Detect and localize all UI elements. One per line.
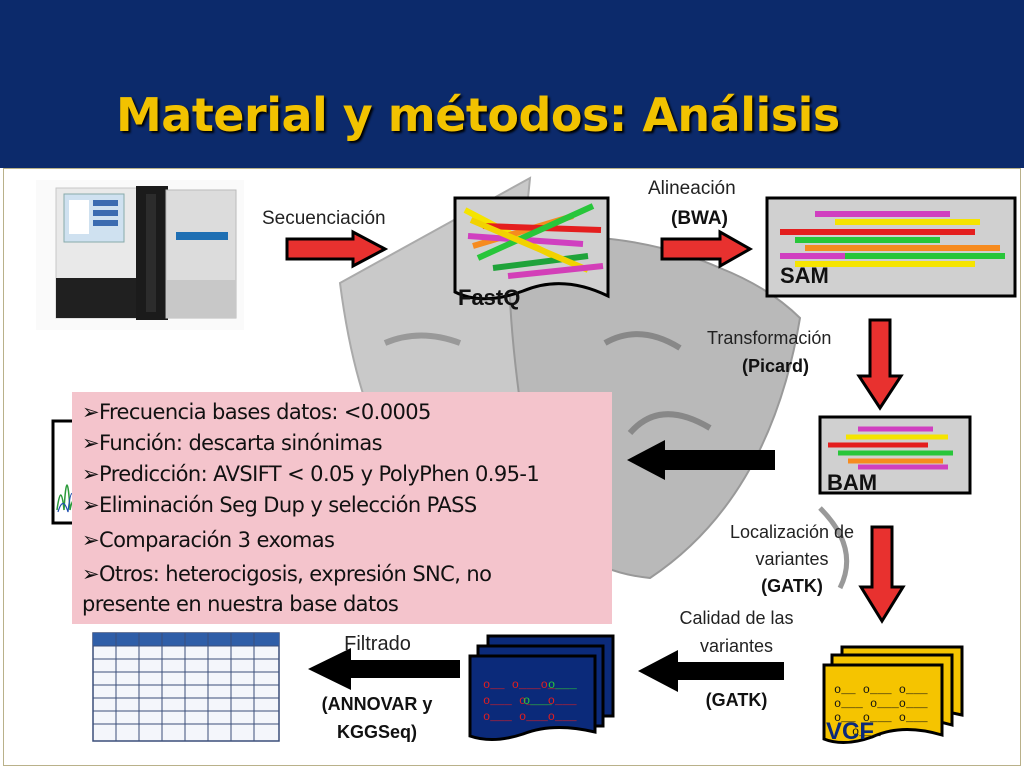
svg-text:o___: o___	[523, 694, 553, 708]
sam-label: SAM	[780, 263, 829, 288]
criteria-item: ➢Frecuencia bases datos: <0.0005	[82, 400, 431, 424]
localization-tool-label: (GATK)	[761, 576, 823, 596]
alignment-arrow	[660, 229, 754, 269]
criteria-item: ➢Comparación 3 exomas	[82, 528, 335, 552]
svg-text:o___ o___o___: o___ o___o___	[483, 694, 577, 708]
criteria-item-continuation: presente en nuestra base datos	[82, 592, 399, 616]
transformation-tool-label: (Picard)	[742, 356, 810, 376]
filter-criteria-box: ➢Frecuencia bases datos: <0.0005 ➢Funció…	[72, 392, 612, 624]
svg-text:o___ o___o___: o___ o___o___	[834, 697, 928, 711]
svg-text:o___: o___	[852, 725, 882, 739]
quality-label-line2: variantes	[699, 636, 774, 656]
to-criteria-arrow	[627, 440, 775, 480]
bam-file-card	[818, 415, 972, 495]
quality-label-line1: Calidad de las	[679, 608, 794, 628]
transformation-label: Transformación	[707, 328, 832, 348]
sequencing-arrow	[285, 229, 389, 269]
transformation-arrow	[856, 318, 904, 411]
filtered-file-stack: o__ o___o___ o___ o___o___ o___ o___o___…	[468, 634, 615, 741]
sequencing-label: Secuenciación	[262, 208, 386, 229]
results-table-image	[92, 632, 280, 742]
svg-text:o__ o___o___: o__ o___o___	[483, 678, 570, 692]
fastq-file-card	[453, 196, 610, 301]
quality-arrow	[638, 650, 784, 692]
sequencer-image	[36, 180, 244, 330]
content-frame	[3, 168, 1021, 766]
filtering-arrow	[308, 648, 460, 690]
svg-text:o__ o___ o___: o__ o___ o___	[834, 711, 928, 725]
slide-header: Material y métodos: Análisis	[0, 0, 1024, 168]
svg-text:o___ o___o___: o___ o___o___	[483, 710, 577, 724]
vcf-file-stack: o__ o___ o___ o___ o___o___ o__ o___ o__…	[822, 645, 964, 744]
alignment-label: Alineación	[648, 178, 736, 199]
criteria-item: ➢Eliminación Seg Dup y selección PASS	[82, 493, 477, 517]
filtering-tool-label-line1: (ANNOVAR y	[321, 694, 433, 714]
bam-label: BAM	[827, 470, 878, 495]
sam-file-card	[765, 196, 1017, 298]
localization-arrow	[858, 525, 906, 624]
alignment-tool-label: (BWA)	[671, 208, 728, 229]
criteria-item: ➢Otros: heterocigosis, expresión SNC, no	[82, 562, 492, 586]
quality-tool-label: (GATK)	[705, 690, 768, 710]
fastq-label: FastQ	[458, 285, 521, 310]
svg-text:o__ o___ o___: o__ o___ o___	[834, 683, 928, 697]
localization-label-line2: variantes	[755, 549, 829, 569]
filtering-tool-label-line2: KGGSeq)	[336, 722, 417, 742]
localization-label-line1: Localización de	[729, 522, 855, 542]
criteria-item: ➢Función: descarta sinónimas	[82, 431, 383, 455]
slide-title: Material y métodos: Análisis	[116, 88, 840, 142]
filtering-label: Filtrado	[344, 633, 411, 655]
vcf-label: VCF	[826, 718, 874, 745]
criteria-item: ➢Predicción: AVSIFT < 0.05 y PolyPhen 0.…	[82, 462, 540, 486]
svg-text:o___: o___	[548, 678, 578, 692]
